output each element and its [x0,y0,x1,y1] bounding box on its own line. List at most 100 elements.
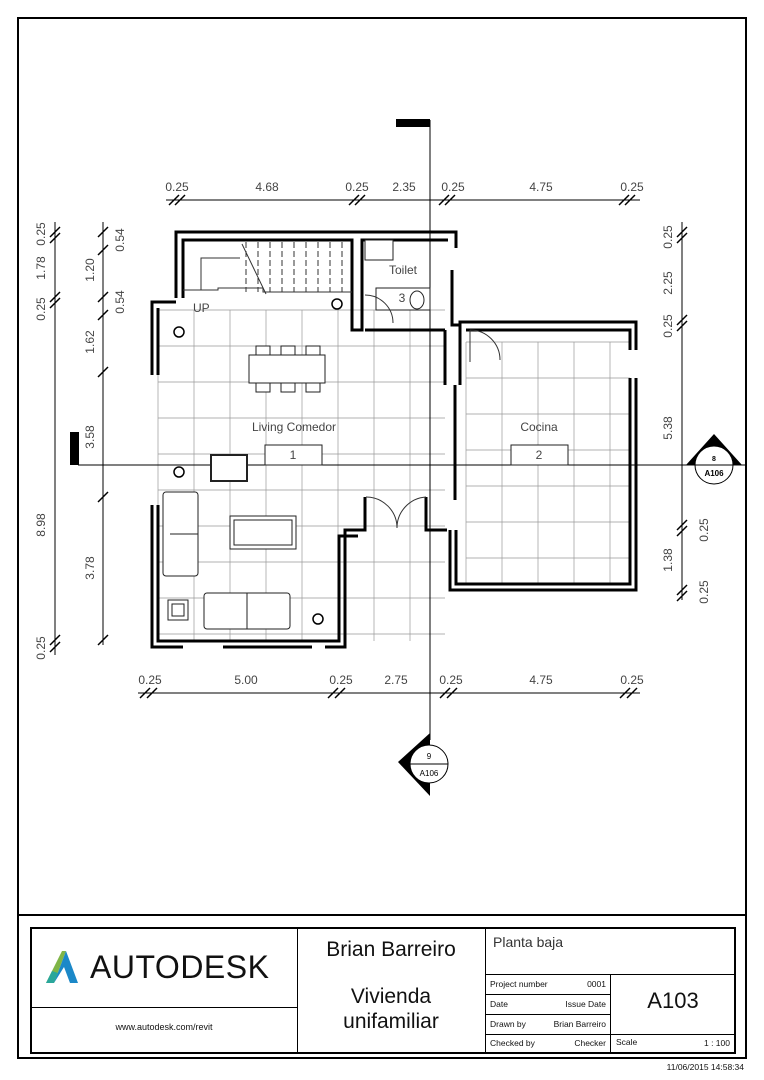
dimension-label: 3.78 [83,556,97,580]
dimension-label: 5.38 [661,416,675,440]
dimension-label: 0.25 [138,673,162,687]
svg-text:A106: A106 [420,769,439,778]
autodesk-logo-icon [46,951,78,983]
date-value: Issue Date [565,999,606,1009]
logo-divider [30,1007,298,1008]
walls [150,230,638,649]
dimension-label: 1.38 [661,548,675,572]
dimension-tick [676,519,688,531]
scale-value: 1 : 100 [704,1038,730,1048]
dimension-tick [168,194,180,206]
armchair [210,454,248,482]
stairs [183,242,352,295]
dimension-tick [97,244,109,256]
dimension-label: 0.25 [34,222,48,246]
dimension-label: 0.25 [441,180,465,194]
room-number-1: 1 [290,448,297,462]
dimension-label: 1.62 [83,330,97,354]
row-divider [485,994,610,995]
dimension-label: 3.58 [83,425,97,449]
doors [364,294,501,529]
dimension-label: 8.98 [34,513,48,537]
sheet-number: A103 [647,988,699,1013]
row-divider [485,1014,610,1015]
dimension-tick [444,194,456,206]
dimension-tick [49,641,61,653]
dimension-tick [626,687,638,699]
svg-text:A106: A106 [704,469,724,478]
col-divider-2 [485,927,486,1054]
dimension-label: 4.75 [529,673,553,687]
dimension-label: 0.25 [697,518,711,542]
dimension-tick [619,687,631,699]
room-name-living-comedor: Living Comedor [252,420,336,434]
row-divider [485,1034,736,1035]
dimension-label: 2.75 [384,673,408,687]
dimension-label: 0.25 [165,180,189,194]
dimension-tick [174,194,186,206]
dimension-label: 5.00 [234,673,258,687]
date-label: Date [490,999,508,1009]
section-marker-bottom: 9 A106 [398,733,449,796]
dimension-label: 0.25 [345,180,369,194]
toilet [409,290,425,310]
columns [173,298,343,625]
room-name-toilet: Toilet [389,263,418,277]
furniture [162,239,569,630]
dimension-tick [676,590,688,602]
room-tag-2 [510,444,569,466]
stair-up-label: UP [193,301,210,315]
col-divider-3 [610,974,611,1054]
dimension-tick [676,314,688,326]
autodesk-url: www.autodesk.com/revit [115,1022,213,1032]
checked-by-label: Checked by [490,1038,535,1048]
dimension-tick [97,226,109,238]
dimension-tick [49,226,61,238]
dimension-tick [146,687,158,699]
section-head-top [396,119,430,127]
author-name: Brian Barreiro [326,938,456,961]
dimension-tick [97,309,109,321]
dimension-tick [676,232,688,244]
dimension-label: 0.54 [113,290,127,314]
dimension-label: 1.78 [34,256,48,280]
dimension-tick [676,525,688,537]
col-divider-1 [297,927,298,1054]
dimension-tick [49,297,61,309]
room-name-cocina: Cocina [520,420,558,434]
dimension-tick [348,194,360,206]
title-block [30,927,736,1054]
scale-label: Scale [616,1037,638,1047]
dimension-label: 0.25 [34,636,48,660]
dimension-tick [676,320,688,332]
dimension-label: 0.25 [697,580,711,604]
sink [364,239,394,261]
dimension-label: 0.25 [34,297,48,321]
dimension-tick [624,194,636,206]
dimension-tick [49,291,61,303]
dimension-tick [49,634,61,646]
dimension-tick [438,194,450,206]
project-name: Vivienda unifamiliar [343,985,439,1033]
checked-by: Checker [574,1038,606,1048]
dimension-lines [49,194,688,699]
dimension-tick [446,687,458,699]
dimension-tick [49,232,61,244]
dimension-label: 0.25 [439,673,463,687]
dimension-tick [97,366,109,378]
dining-table [248,354,326,384]
dimension-tick [618,194,630,206]
dimension-label: 0.25 [661,225,675,249]
drawn-by: Brian Barreiro [553,1019,606,1029]
dimension-label: 0.54 [113,228,127,252]
project-number: 0001 [587,979,606,989]
room-number-2: 2 [536,448,543,462]
section-head-left [70,432,79,465]
svg-text:8: 8 [712,456,716,463]
dimension-label: 2.25 [661,271,675,295]
sheet-border [17,17,747,1059]
dimension-label: 4.75 [529,180,553,194]
dimension-label: 0.25 [661,314,675,338]
dimension-label: 1.20 [83,258,97,282]
room-tag-1 [264,444,323,466]
